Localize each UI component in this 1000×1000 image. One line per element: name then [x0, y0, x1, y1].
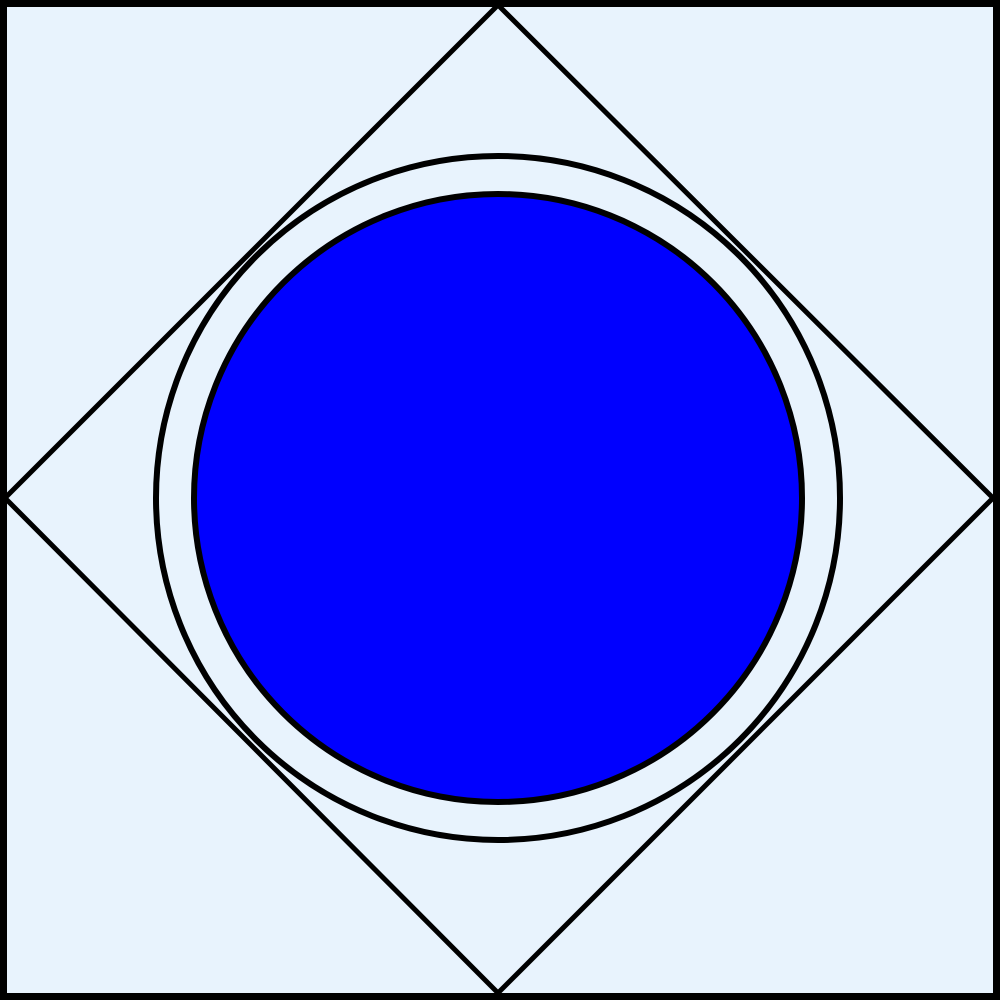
- filled-disc: [191, 191, 805, 805]
- outer-ring: [153, 153, 843, 843]
